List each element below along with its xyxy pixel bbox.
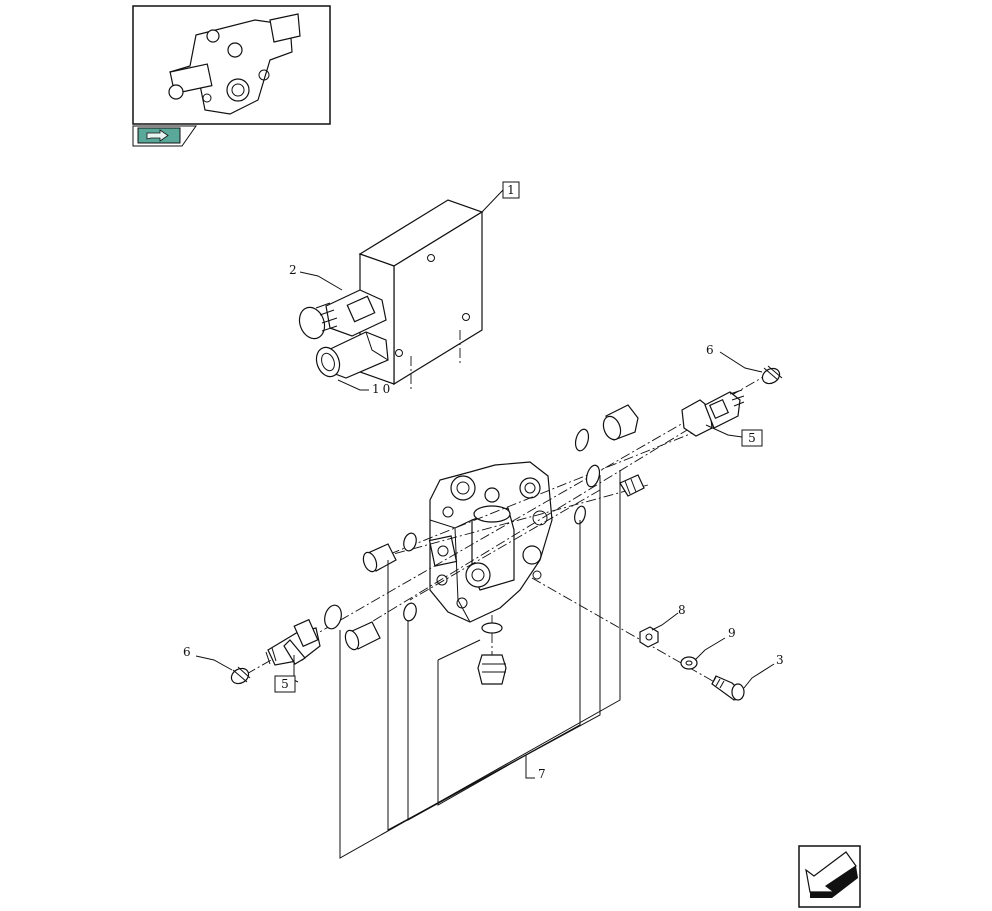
valve-assembly-thumbnail — [168, 13, 301, 115]
callout-5-right: 5 — [741, 429, 763, 447]
callout-label-5-right: 5 — [748, 431, 756, 445]
relief-valve-right-part-5 — [681, 389, 745, 437]
callout-label-2: 2 — [289, 263, 297, 277]
nut-part-8 — [639, 626, 659, 648]
callout-label-8: 8 — [678, 603, 686, 617]
callout-label-6-left: 6 — [183, 645, 191, 659]
callout-1: 1 — [502, 181, 520, 199]
valve-body-part-7 — [428, 461, 553, 623]
callout-label-9: 9 — [728, 626, 736, 640]
callout-5-left: 5 — [274, 675, 296, 693]
previous-page-arrow-icon[interactable] — [798, 845, 861, 908]
screw-part-3 — [711, 675, 745, 701]
fitting-part-10 — [315, 331, 389, 379]
control-block-assembly — [298, 199, 484, 392]
callout-label-3: 3 — [776, 653, 784, 667]
cap-part-6-right — [761, 365, 783, 385]
plugs — [344, 404, 645, 685]
callout-label-6-right: 6 — [706, 343, 714, 357]
callout-label-1: 1 — [507, 183, 515, 197]
solenoid-part-2 — [298, 289, 387, 340]
part-7-bracket-lines — [339, 470, 621, 859]
washer-part-9 — [680, 656, 698, 670]
thumbnail-preview[interactable] — [132, 5, 331, 147]
callout-label-10: 10 — [372, 382, 393, 396]
o-rings — [324, 428, 601, 634]
callout-label-7: 7 — [538, 767, 546, 781]
cap-part-6-left — [230, 666, 251, 685]
callout-label-5-left: 5 — [281, 677, 289, 691]
leader-lines — [195, 189, 775, 779]
relief-valve-left-part-5 — [265, 618, 321, 666]
